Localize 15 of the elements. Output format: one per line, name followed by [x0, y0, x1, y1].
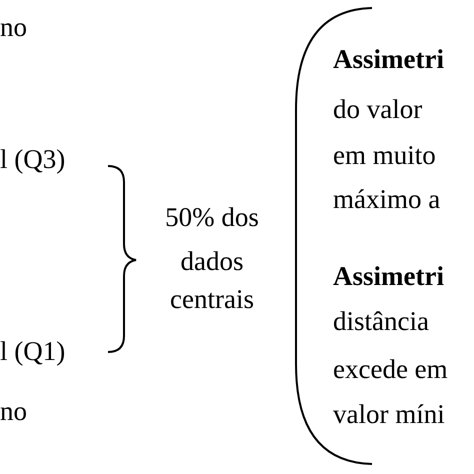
label-text: no [0, 14, 27, 41]
label-text: l (Q1) [0, 338, 66, 365]
label-text: Assimetri [333, 46, 444, 73]
label-text: no [0, 398, 27, 425]
label-text: em muito [333, 142, 436, 169]
label-text: do valor [333, 96, 422, 123]
label-text: Assimetri [333, 263, 444, 290]
label-text: excede em [333, 356, 448, 383]
label-text: distância [333, 308, 429, 335]
label-text: centrais [170, 286, 254, 313]
label-text: dados [180, 248, 244, 275]
label-text: l (Q3) [0, 146, 66, 173]
label-text: máximo a [333, 186, 440, 213]
label-text: 50% dos [165, 204, 259, 231]
label-text: valor míni [333, 401, 445, 428]
